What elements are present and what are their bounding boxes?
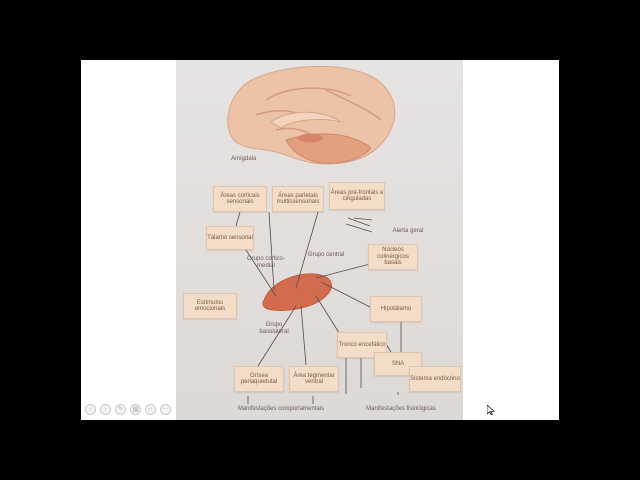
- box-hipotalamo: Hipotálamo: [370, 296, 422, 322]
- photographed-page: Amígdala Áreas corticais sensoriais Área…: [176, 60, 463, 420]
- more-icon[interactable]: ⋯: [160, 404, 171, 415]
- amygdala-label: Amígdala: [231, 156, 257, 162]
- box-sistema-endocrino: Sistema endócrino: [409, 366, 461, 392]
- gallery-icon[interactable]: ▦: [130, 404, 141, 415]
- brain-illustration: [227, 65, 396, 165]
- amygdala-shape: [296, 133, 324, 143]
- box-areas-corticais: Áreas corticais sensoriais: [213, 186, 267, 212]
- edit-icon[interactable]: ✎: [115, 404, 126, 415]
- next-icon[interactable]: ›: [100, 404, 111, 415]
- box-areas-prefrontais: Áreas pré-frontais e cinguladas: [329, 182, 385, 210]
- zoom-icon[interactable]: ⌕: [145, 404, 156, 415]
- manifestacoes-fisiologicas-label: Manifestações fisiológicas: [366, 406, 436, 412]
- alerta-geral-label: Alerta geral: [392, 228, 424, 234]
- grupo-basolateral-label: Grupo basolateral: [259, 322, 289, 335]
- amygdala-body: [262, 273, 332, 311]
- image-viewer: Amígdala Áreas corticais sensoriais Área…: [81, 60, 559, 420]
- box-nucleos: Núcleos colinérgicos basais: [368, 244, 418, 270]
- manifestacoes-comportamentais-label: Manifestações comportamentais: [237, 406, 325, 412]
- box-grisea: Grísea periaquedutal: [234, 366, 284, 392]
- box-areas-parietais: Áreas parietais multissensoriais: [272, 186, 324, 212]
- box-talamo: Tálamo sensorial: [206, 226, 254, 250]
- box-estimulos: Estímulos emocionais: [183, 293, 237, 319]
- grupo-corticomedial-label: Grupo cortico-medial: [246, 256, 285, 269]
- diagram-graphics: [215, 65, 402, 404]
- previous-icon[interactable]: ‹: [85, 404, 96, 415]
- box-area-tegmentar: Área tegmentar ventral: [289, 366, 339, 392]
- grupo-central-label: Grupo central: [307, 252, 345, 258]
- mouse-cursor-icon: [487, 405, 495, 415]
